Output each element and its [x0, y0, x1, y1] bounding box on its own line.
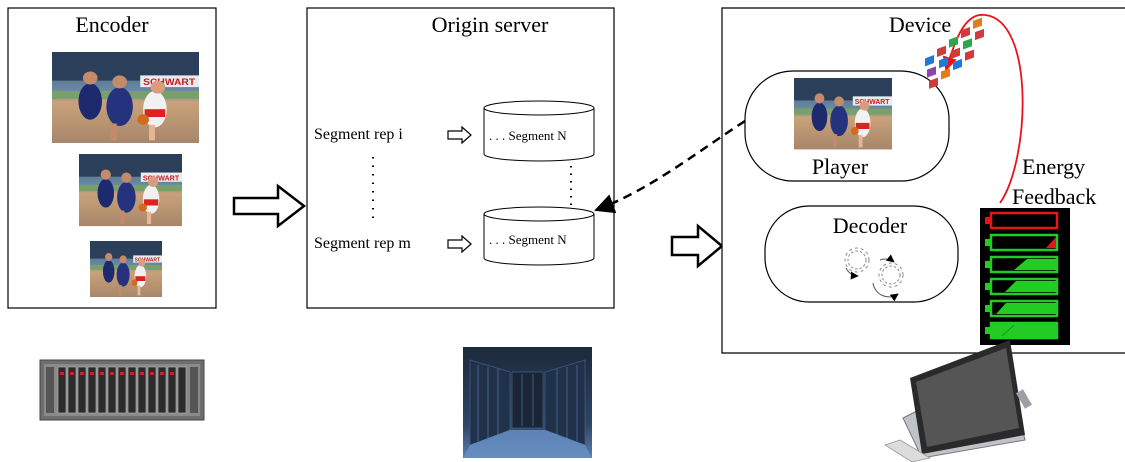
gear-icon	[844, 247, 904, 302]
segment-rep-i-label: Segment rep i	[314, 126, 403, 143]
energy-label: Energy	[1022, 154, 1085, 179]
segment-store-top	[483, 100, 595, 162]
tablet-icon	[884, 17, 1032, 462]
data-center-icon	[463, 347, 592, 458]
encoder-frame-small	[90, 241, 162, 297]
server-rack-icon	[39, 359, 205, 421]
request-arrow	[594, 119, 746, 214]
encoder-frame-medium	[79, 154, 182, 227]
encoder-to-origin-arrow	[232, 183, 307, 229]
origin-to-device-arrow	[670, 223, 724, 269]
segment-rep-m-label: Segment rep m	[314, 235, 411, 252]
encoder-frame-large	[52, 52, 199, 143]
rep-i-arrow	[447, 125, 472, 145]
segment-n-bottom-label: . . . Segment N	[489, 232, 567, 247]
device-title: Device	[889, 12, 951, 37]
rep-m-arrow	[447, 234, 472, 254]
segment-n-top-label: . . . Segment N	[489, 128, 567, 143]
decoder-label: Decoder	[833, 213, 908, 238]
encoder-title: Encoder	[75, 12, 149, 37]
origin-title: Origin server	[432, 12, 549, 37]
decoder-box	[764, 205, 959, 303]
segment-store-bottom	[483, 206, 595, 266]
battery-icon	[980, 208, 1070, 345]
player-label: Player	[812, 154, 869, 179]
player-frame	[794, 78, 892, 150]
feedback-label: Feedback	[1012, 184, 1096, 209]
